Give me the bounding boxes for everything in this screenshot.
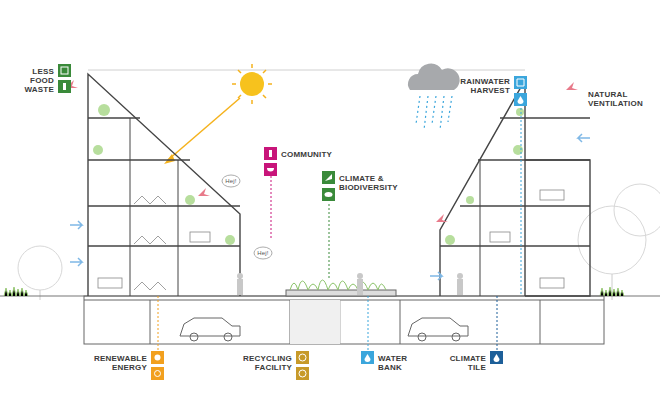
feature-label: LESS FOOD WASTE [6,67,54,94]
speech-text: Hej! [222,178,240,185]
feature-label: RECYCLING FACILITY [236,354,292,372]
feature-label: RENEWABLE ENERGY [92,354,147,372]
feature-label: WATER BANK [378,354,412,372]
feature-label: RAINWATER HARVEST [456,77,510,95]
feature-label: CLIMATE TILE [444,354,486,372]
feature-label: COMMUNITY [281,150,351,159]
speech-text: Hej! [254,250,272,257]
feature-label: CLIMATE & BIODIVERSITY [339,174,405,192]
feature-label: NATURAL VENTILATION [588,90,652,108]
